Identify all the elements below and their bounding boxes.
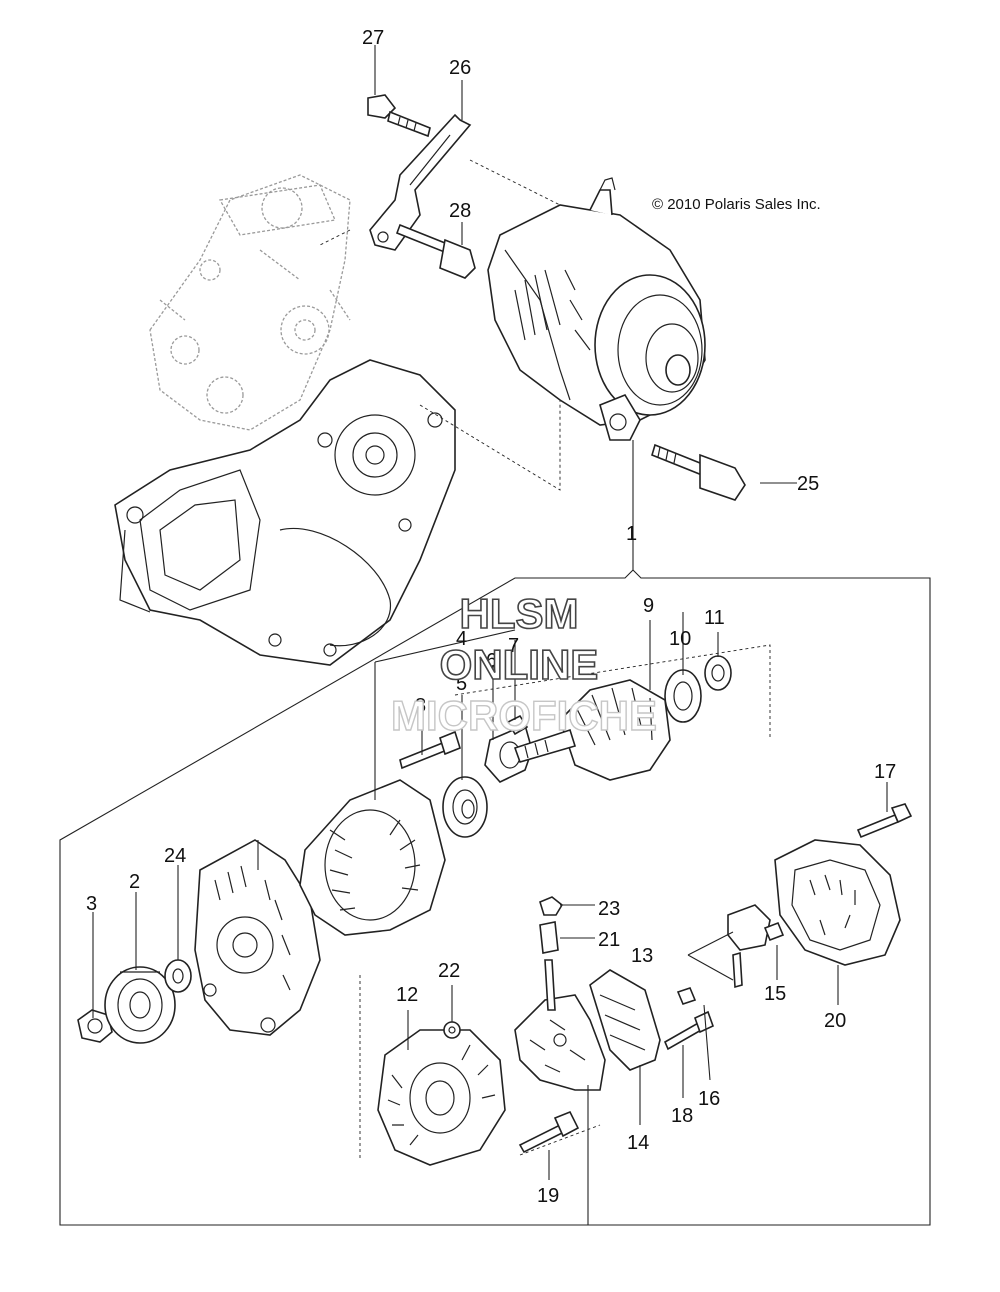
callout-6: 6 xyxy=(486,650,497,672)
callout-11: 11 xyxy=(704,607,725,629)
bearing-10 xyxy=(664,669,702,723)
callout-2: 2 xyxy=(129,871,140,893)
callout-26: 26 xyxy=(449,57,471,79)
brush-holder-14 xyxy=(589,969,661,1071)
callout-8: 8 xyxy=(415,695,426,717)
copyright-notice: © 2010 Polaris Sales Inc. xyxy=(652,196,821,213)
callout-14: 14 xyxy=(627,1132,649,1154)
bolt-19 xyxy=(518,1110,580,1154)
nut-22 xyxy=(443,1021,461,1039)
rotor-9 xyxy=(513,679,671,781)
screw-15 xyxy=(763,921,785,942)
callout-4: 4 xyxy=(456,628,467,650)
callout-19: 19 xyxy=(537,1185,559,1207)
screw-18 xyxy=(663,1010,714,1051)
watermark: HLSM ONLINE MICROFICHE xyxy=(390,589,657,740)
callout-20: 20 xyxy=(824,1010,846,1032)
stud-8 xyxy=(399,730,461,770)
screw-16 xyxy=(676,987,697,1005)
bracket-26 xyxy=(369,113,472,251)
nut-3 xyxy=(77,1009,113,1043)
screw-7 xyxy=(506,714,529,736)
callout-3: 3 xyxy=(86,893,97,915)
stator xyxy=(299,779,446,936)
engine-block-ghost xyxy=(149,174,351,431)
callout-16: 16 xyxy=(698,1088,720,1110)
regulator-13 xyxy=(727,904,771,989)
callout-13: 13 xyxy=(631,945,653,967)
bearing-5 xyxy=(442,776,488,838)
bolt-27 xyxy=(367,94,431,138)
insulator-21 xyxy=(539,921,559,954)
nut-23 xyxy=(539,896,564,916)
watermark-line-2: ONLINE xyxy=(440,641,599,688)
watermark-line-3: MICROFICHE xyxy=(391,692,657,739)
rectifier xyxy=(514,959,606,1091)
bolt-17 xyxy=(856,803,913,839)
callout-22: 22 xyxy=(438,960,460,982)
rear-cover-20 xyxy=(774,839,901,966)
callout-18: 18 xyxy=(671,1105,693,1127)
bolt-28 xyxy=(395,223,476,279)
callout-25: 25 xyxy=(797,473,819,495)
pulley-2 xyxy=(104,966,176,1044)
callout-15: 15 xyxy=(764,983,786,1005)
callout-27: 27 xyxy=(362,27,384,49)
callout-17: 17 xyxy=(874,761,896,783)
callout-28: 28 xyxy=(449,200,471,222)
watermark-line-1: HLSM xyxy=(460,590,579,637)
callout-10: 10 xyxy=(669,628,691,650)
leader-lines xyxy=(92,45,888,1225)
callout-5: 5 xyxy=(456,673,467,695)
alternator-assembly xyxy=(487,177,706,441)
spacer-24 xyxy=(164,959,192,993)
bolt-25 xyxy=(651,443,746,501)
callout-24: 24 xyxy=(164,845,186,867)
callout-7: 7 xyxy=(508,635,519,657)
callout-1: 1 xyxy=(626,523,637,545)
ring-11 xyxy=(704,655,732,691)
rear-frame-12 xyxy=(377,1029,506,1166)
drive-end-frame xyxy=(194,839,321,1036)
callout-21: 21 xyxy=(598,929,620,951)
timing-cover xyxy=(114,359,456,666)
callout-numbers: 27 26 28 25 1 9 11 10 4 7 6 5 8 17 24 2 … xyxy=(86,27,896,1207)
callout-23: 23 xyxy=(598,898,620,920)
callout-9: 9 xyxy=(643,595,654,617)
callout-12: 12 xyxy=(396,984,418,1006)
